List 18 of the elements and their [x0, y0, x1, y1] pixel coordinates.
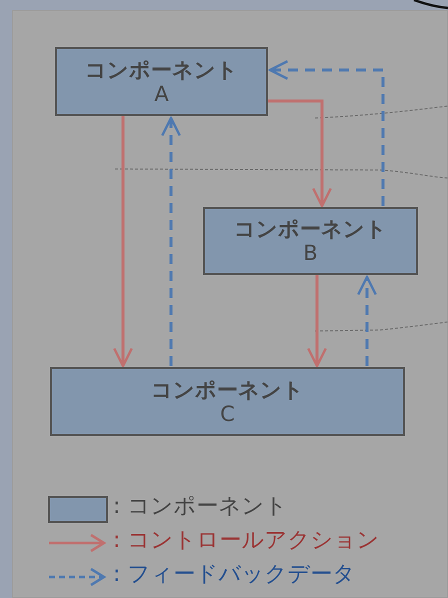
legend-text: : フィードバックデータ — [113, 562, 356, 588]
component-box — [50, 367, 405, 436]
arrow — [268, 100, 332, 208]
arrow — [113, 116, 133, 368]
box-title: コンポーネント — [234, 217, 387, 241]
component-box — [203, 207, 418, 275]
legend-text: : コンポーネント — [113, 494, 288, 520]
dashed-arrow — [268, 60, 384, 206]
box-letter: B — [303, 241, 318, 265]
box-title: コンポーネント — [151, 378, 304, 402]
legend-text: : コントロールアクション — [113, 528, 380, 554]
arrow — [307, 275, 327, 368]
box-title: コンポーネント — [85, 58, 238, 82]
dashed-arrow — [161, 116, 181, 366]
component-box — [55, 47, 268, 116]
dashed-arrow — [357, 276, 377, 366]
box-letter: A — [154, 82, 169, 106]
box-letter: C — [220, 402, 235, 426]
